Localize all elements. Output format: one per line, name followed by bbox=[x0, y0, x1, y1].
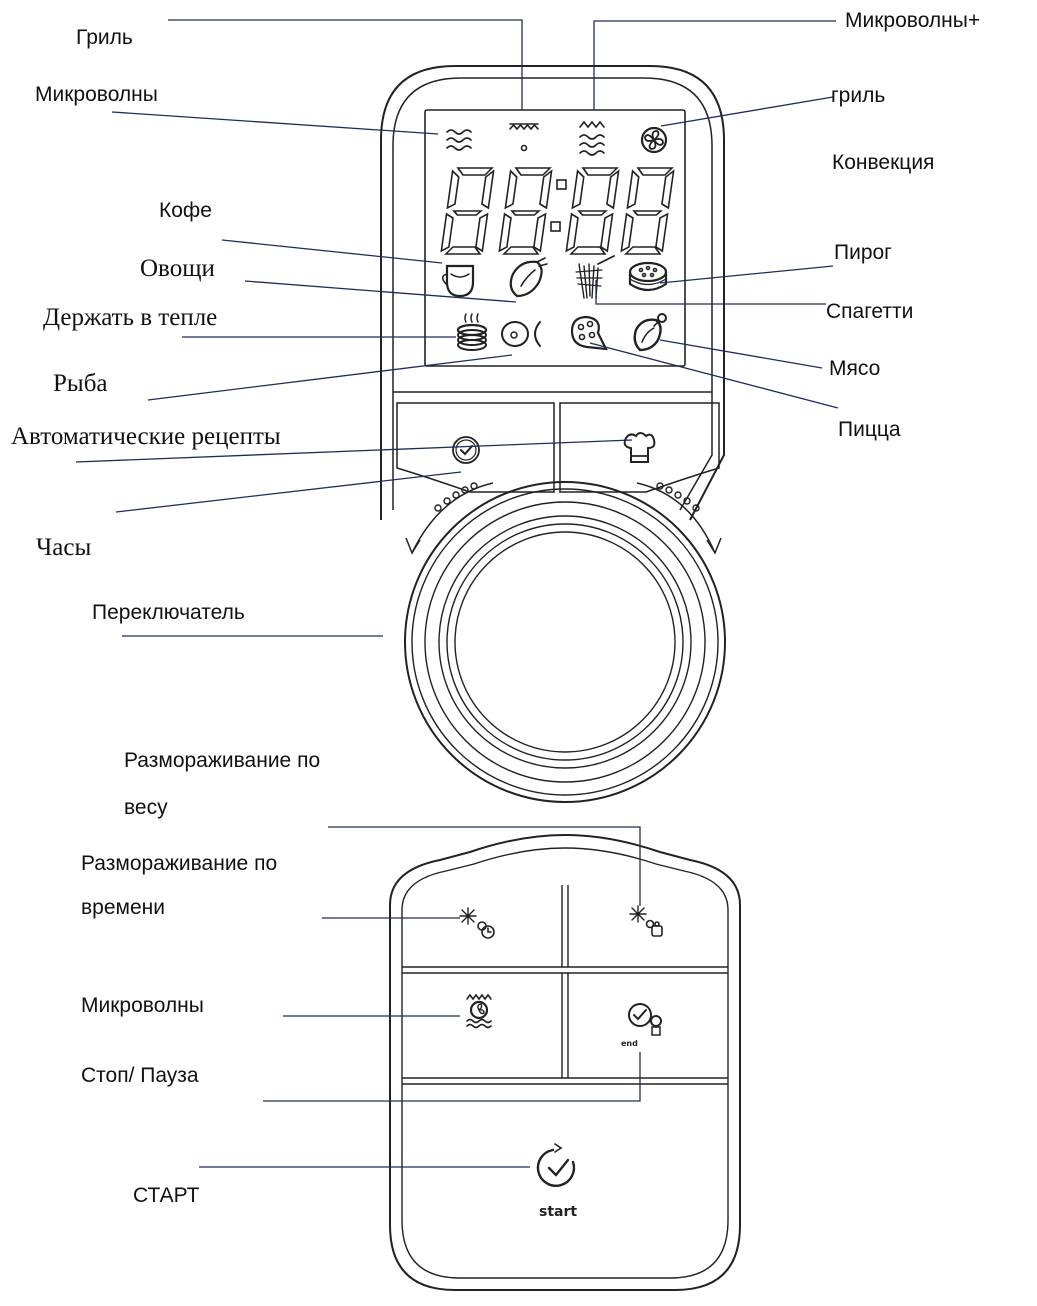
label-vegetables: Овощи bbox=[140, 255, 215, 282]
leader-clock bbox=[115, 471, 462, 513]
lower-housing-outer bbox=[389, 833, 741, 1291]
dial-ring-3 bbox=[424, 501, 706, 783]
cake-icon bbox=[628, 261, 668, 292]
meat-icon bbox=[633, 313, 667, 352]
leader-spaghetti bbox=[595, 280, 826, 305]
label-defrost-weight-line2: весу bbox=[124, 796, 168, 819]
chef-hat-icon bbox=[623, 432, 656, 463]
lower-housing-inner bbox=[401, 847, 729, 1279]
microwave-grill-icon bbox=[579, 120, 605, 156]
lcd-screen bbox=[424, 109, 686, 367]
label-defrost-time-line1: Размораживание по bbox=[81, 852, 278, 875]
label-grill: Гриль bbox=[76, 26, 133, 49]
coffee-icon bbox=[441, 264, 475, 298]
microwave-button-icon bbox=[466, 993, 492, 1029]
label-auto-recipes: Автоматические рецепты bbox=[11, 423, 281, 450]
stop-button-text: end bbox=[621, 1039, 638, 1048]
spaghetti-icon bbox=[575, 255, 615, 299]
dial-ring-6 bbox=[454, 531, 676, 753]
colon-top bbox=[556, 179, 567, 190]
start-icon bbox=[536, 1143, 576, 1187]
leader-grill bbox=[168, 19, 523, 110]
label-microwave-button: Микроволны bbox=[81, 994, 204, 1017]
leader-microwave-top bbox=[111, 111, 439, 135]
right-rotate-arrow bbox=[636, 482, 716, 554]
colon-bottom bbox=[550, 221, 561, 232]
leader-auto-recipes bbox=[75, 439, 633, 463]
label-microwave-grill-line2: гриль bbox=[831, 84, 886, 107]
leader-coffee bbox=[221, 239, 443, 264]
label-coffee: Кофе bbox=[159, 199, 212, 222]
leader-defrost-weight bbox=[328, 826, 641, 906]
leader-lines bbox=[75, 19, 839, 1168]
display-housing-outer bbox=[380, 65, 725, 521]
label-clock: Часы bbox=[36, 534, 92, 561]
digit-4 bbox=[620, 167, 675, 255]
label-defrost-weight-line1: Размораживание по bbox=[124, 749, 321, 772]
label-microwave-top: Микроволны bbox=[35, 83, 158, 106]
dial-ring-5 bbox=[446, 523, 684, 761]
clock-icon bbox=[452, 436, 480, 464]
digit-1 bbox=[440, 167, 495, 255]
dial-dots-left bbox=[434, 482, 478, 512]
label-microwave-grill-line1: Микроволны+ bbox=[845, 9, 981, 32]
left-rotate-arrow bbox=[411, 482, 494, 554]
keep-warm-icon bbox=[456, 313, 488, 351]
leader-pizza bbox=[589, 342, 839, 409]
label-meat: Мясо bbox=[829, 357, 881, 380]
leader-stop-pause bbox=[263, 1052, 641, 1102]
leader-convection bbox=[660, 96, 834, 127]
leader-micro-grill bbox=[593, 20, 836, 110]
digit-2 bbox=[498, 167, 553, 255]
label-dial: Переключатель bbox=[92, 601, 245, 624]
leader-cake bbox=[659, 265, 834, 284]
pizza-icon bbox=[570, 315, 608, 351]
label-pizza: Пицца bbox=[838, 418, 901, 441]
leader-vegetables bbox=[244, 280, 517, 303]
label-start: СТАРТ bbox=[133, 1184, 200, 1207]
leader-meat bbox=[659, 339, 823, 369]
convection-icon bbox=[640, 126, 668, 154]
label-defrost-time-line2: времени bbox=[81, 896, 165, 919]
dial-ring-2 bbox=[411, 488, 719, 796]
label-cake: Пирог bbox=[834, 241, 892, 264]
label-spaghetti: Спагетти bbox=[826, 300, 914, 323]
dial-ring-4 bbox=[438, 515, 692, 769]
dial-ring-1 bbox=[404, 481, 726, 803]
vegetables-icon bbox=[509, 257, 548, 298]
display-housing-inner bbox=[392, 77, 713, 511]
auto-recipe-button-shape bbox=[559, 402, 720, 493]
defrost-time-icon bbox=[459, 907, 495, 939]
label-stop-pause: Стоп/ Пауза bbox=[81, 1064, 199, 1087]
grill-icon bbox=[509, 123, 539, 152]
digit-3 bbox=[565, 167, 620, 255]
leader-fish bbox=[147, 354, 513, 401]
stop-pause-icon bbox=[628, 1003, 662, 1036]
fish-icon bbox=[501, 321, 541, 347]
start-button-text: start bbox=[539, 1204, 577, 1220]
label-keep-warm: Держать в тепле bbox=[43, 304, 218, 331]
label-convection: Конвекция bbox=[832, 151, 935, 174]
dial-dots-right bbox=[656, 482, 700, 512]
label-fish: Рыба bbox=[53, 370, 108, 397]
defrost-weight-icon bbox=[629, 905, 663, 937]
microwave-icon bbox=[446, 129, 472, 151]
seven-segment-display bbox=[440, 167, 675, 255]
